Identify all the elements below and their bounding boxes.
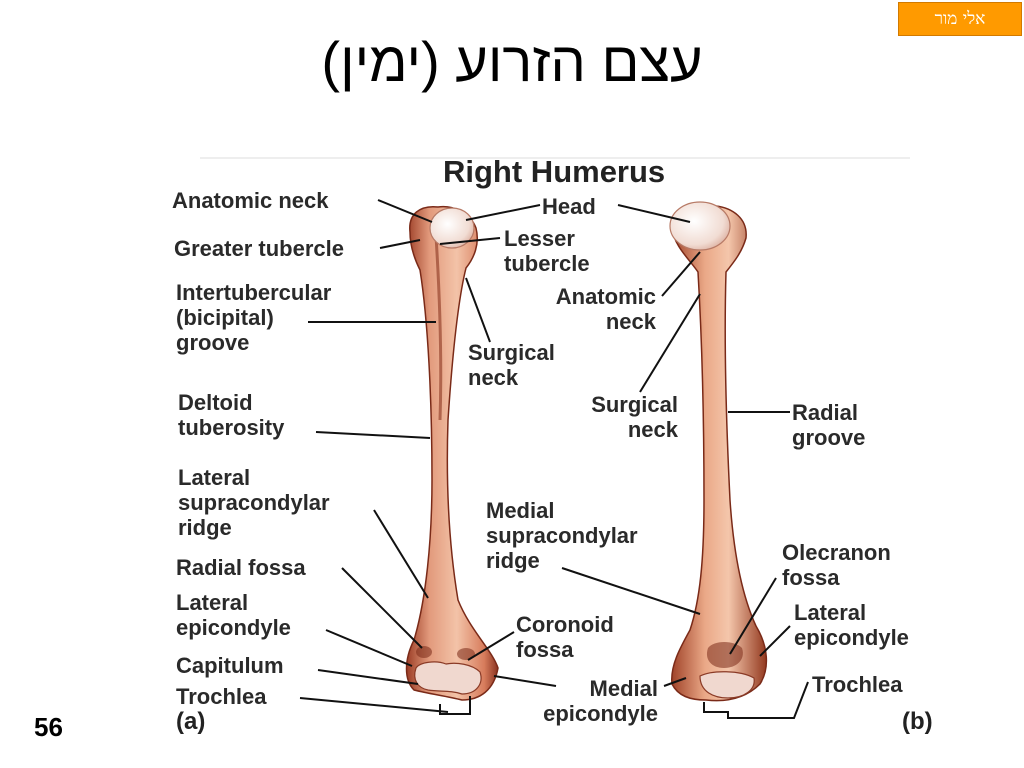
label-anatomic-neck-a: Anatomic neck <box>172 188 329 213</box>
leader-trochlea-a <box>299 697 449 713</box>
label-trochlea-b: Trochlea <box>812 672 903 697</box>
label-coronoid-fossa-a: Coronoid fossa <box>516 612 614 662</box>
leader-lat-epicondyle-a <box>325 629 413 667</box>
label-olecranon-fossa-b: Olecranon fossa <box>782 540 891 590</box>
label-medial-supracondylar-ridge-a: Medial supracondylar ridge <box>486 498 638 573</box>
label-trochlea-a: Trochlea <box>176 684 267 709</box>
humerus-a-groove <box>434 235 443 421</box>
humerus-a-shaft <box>405 205 499 701</box>
humerus-a-head <box>429 207 475 249</box>
leader-anatomic-neck-a <box>377 199 433 223</box>
label-capitulum-a: Capitulum <box>176 653 284 678</box>
leader-head-b <box>617 204 691 223</box>
humerus-a-coronoid-fossa-mark <box>457 648 475 660</box>
leader-medial-epicondyle-b <box>663 677 687 687</box>
leader-surgical-neck-a <box>465 277 491 343</box>
humerus-a-condyles <box>414 661 482 695</box>
trochlea-bracket-a <box>439 696 471 715</box>
label-deltoid-tuberosity-a: Deltoid tuberosity <box>178 390 285 440</box>
figure-tag-b: (b) <box>902 708 933 735</box>
label-medial-epicondyle-a: Medial epicondyle <box>543 676 658 726</box>
trochlea-bracket-b <box>703 681 809 719</box>
leader-head-a <box>465 204 541 221</box>
humerus-anterior-view <box>405 205 499 701</box>
leader-anatomic-neck-b <box>661 251 701 297</box>
page-number: 56 <box>34 712 63 742</box>
label-head-a: Head <box>542 194 596 219</box>
author-badge: אלי מור <box>898 2 1022 36</box>
label-lateral-epicondyle-b: Lateral epicondyle <box>794 600 909 650</box>
leader-greater-tubercle-a <box>379 239 421 249</box>
label-lesser-tubercle-a: Lesser tubercle <box>504 226 590 276</box>
label-surgical-neck-a: Surgical neck <box>468 340 555 390</box>
label-lateral-epicondyle-a: Lateral epicondyle <box>176 590 291 640</box>
leader-surgical-neck-b <box>639 293 701 393</box>
leader-lines-b <box>617 204 809 719</box>
leader-radial-fossa-a <box>341 567 423 649</box>
humerus-a-radial-fossa-mark <box>416 646 432 658</box>
humerus-posterior-view <box>669 201 768 702</box>
figure-title: Right Humerus <box>443 154 666 189</box>
leader-lateral-epicondyle-b <box>759 625 791 657</box>
leader-lesser-tubercle-a <box>439 237 501 245</box>
label-greater-tubercle-a: Greater tubercle <box>174 236 344 261</box>
label-lateral-supracondylar-ridge-a: Lateral supracondylar ridge <box>178 465 330 540</box>
leader-coronoid-a <box>467 631 515 661</box>
label-intertubercular-groove-a: Intertubercular (bicipital) groove <box>176 280 332 355</box>
leader-medial-epicondyle-a <box>493 675 557 687</box>
leader-olecranon-b <box>729 577 777 655</box>
leader-lines-a <box>299 199 701 715</box>
leader-lat-supracondylar-a <box>373 509 429 599</box>
humerus-b-trochlea <box>699 671 755 699</box>
slide-title: עצם הזרוע (ימין) <box>321 30 703 93</box>
humerus-b-shaft <box>671 203 768 702</box>
label-radial-groove-b: Radial groove <box>792 400 866 450</box>
leader-medial-supracondylar-a <box>561 567 701 615</box>
humerus-b-head <box>669 201 731 251</box>
leader-capitulum-a <box>317 669 419 685</box>
leader-deltoid-a <box>315 431 431 439</box>
label-radial-fossa-a: Radial fossa <box>176 555 306 580</box>
figure-tag-a: (a) <box>176 708 206 735</box>
label-surgical-neck-b: Surgical neck <box>591 392 678 442</box>
label-anatomic-neck-b: Anatomic neck <box>555 284 656 334</box>
